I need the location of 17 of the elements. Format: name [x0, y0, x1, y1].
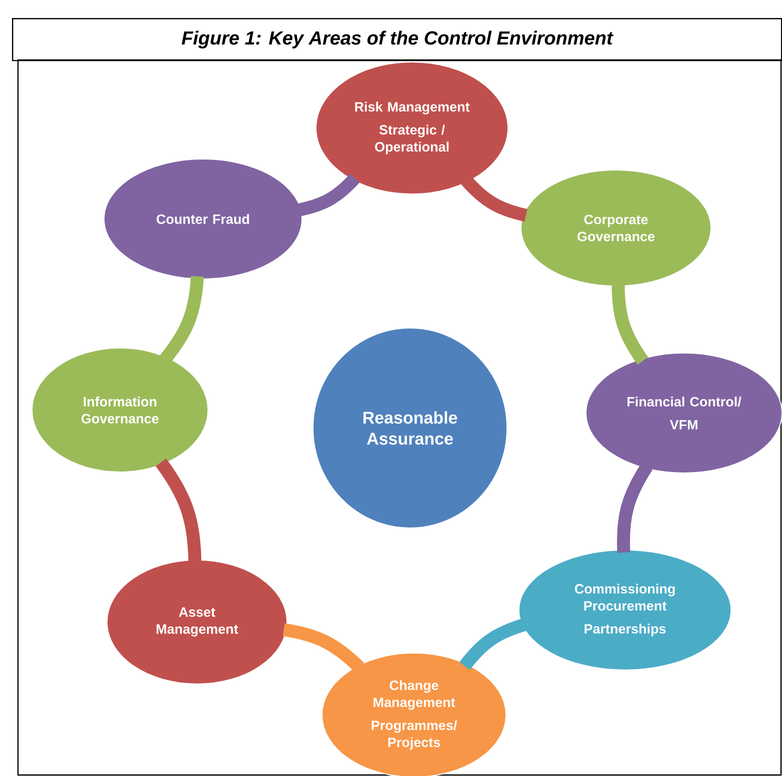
ring-segment	[156, 458, 202, 563]
ring-segment	[460, 618, 527, 670]
ring-segment	[296, 174, 360, 216]
ring-segment	[160, 276, 204, 364]
ring-segment	[612, 283, 648, 365]
ring-segment	[461, 176, 528, 222]
ring-segment	[282, 623, 364, 672]
ellipse-node: Asset Management	[106, 560, 288, 684]
ellipse-node: Corporate Governance	[520, 170, 712, 286]
ellipse-node: Information Governance	[32, 348, 208, 472]
ellipse-node: Reasonable Assurance	[312, 328, 508, 528]
ellipse-node: Financial Control/ VFM	[586, 352, 782, 474]
ellipse-node: Counter Fraud	[104, 158, 302, 280]
ellipse-node: Change Management Programmes/ Projects	[322, 652, 506, 776]
title-box: Figure 1: Key Areas of the Control Environment	[12, 18, 782, 62]
ellipse-node: Commissioning Procurement Partnerships	[518, 550, 732, 670]
ellipse-node: Risk Management Strategic / Operational	[316, 62, 508, 194]
